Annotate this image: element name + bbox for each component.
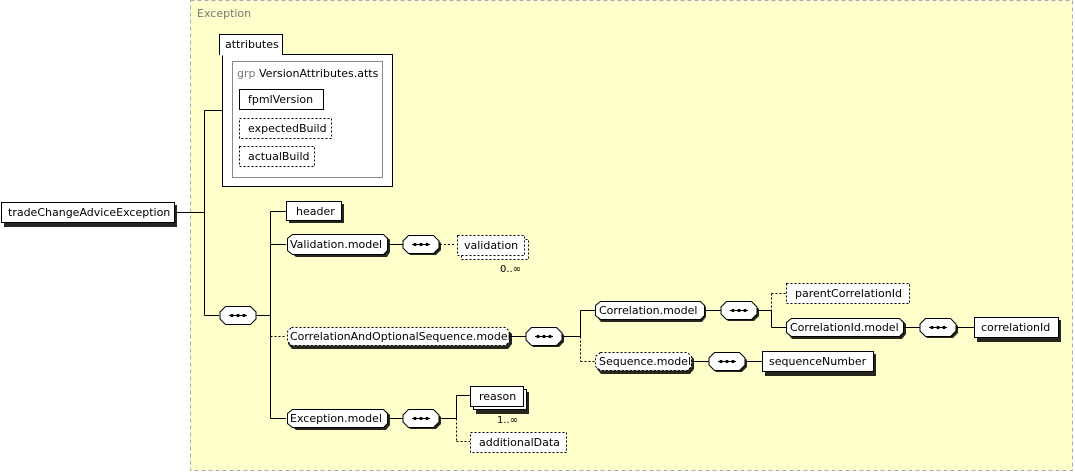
svg-text:sequenceNumber: sequenceNumber bbox=[769, 355, 867, 368]
correlation-seq-compositor[interactable] bbox=[525, 327, 564, 348]
group-name: VersionAttributes.atts bbox=[259, 67, 379, 80]
svg-text:CorrelationAndOptionalSequence: CorrelationAndOptionalSequence.model bbox=[290, 330, 511, 343]
attr-expected-build[interactable]: expectedBuild bbox=[239, 118, 332, 139]
correlation-model[interactable]: Correlation.model bbox=[595, 301, 707, 323]
svg-text:additionalData: additionalData bbox=[479, 436, 560, 449]
validation-cardinality: 0..∞ bbox=[500, 264, 521, 275]
svg-text:parentCorrelationId: parentCorrelationId bbox=[795, 287, 902, 300]
svg-text:Exception.model: Exception.model bbox=[290, 412, 382, 425]
svg-text:fpmlVersion: fpmlVersion bbox=[248, 93, 313, 106]
attributes-panel: attributes grp VersionAttributes.atts fp… bbox=[219, 34, 393, 187]
svg-text:actualBuild: actualBuild bbox=[248, 150, 309, 163]
validation-sequence-compositor[interactable] bbox=[402, 235, 441, 256]
correlation-id-model[interactable]: CorrelationId.model bbox=[786, 318, 907, 340]
exception-model[interactable]: Exception.model bbox=[287, 409, 391, 431]
attributes-tab: attributes bbox=[225, 38, 279, 51]
sequence-compositor[interactable] bbox=[708, 352, 747, 373]
group-prefix: grp bbox=[237, 67, 256, 80]
svg-text:Correlation.model: Correlation.model bbox=[599, 304, 697, 317]
connectors bbox=[177, 110, 974, 442]
attr-actual-build[interactable]: actualBuild bbox=[239, 146, 315, 167]
svg-text:correlationId: correlationId bbox=[981, 321, 1050, 334]
additional-data-element[interactable]: additionalData bbox=[470, 432, 567, 453]
root-element[interactable]: tradeChangeAdviceException bbox=[1, 202, 178, 228]
container-label: Exception bbox=[197, 7, 251, 20]
validation-element[interactable]: validation 0..∞ bbox=[457, 235, 529, 276]
correlation-id-compositor[interactable] bbox=[919, 318, 958, 339]
correlation-compositor[interactable] bbox=[720, 301, 759, 322]
validation-model[interactable]: Validation.model bbox=[287, 234, 391, 258]
sequence-number-element[interactable]: sequenceNumber bbox=[762, 351, 877, 377]
svg-text:validation: validation bbox=[464, 239, 518, 252]
svg-text:tradeChangeAdviceException: tradeChangeAdviceException bbox=[8, 206, 170, 219]
reason-cardinality: 1..∞ bbox=[497, 415, 518, 426]
svg-text:Validation.model: Validation.model bbox=[290, 238, 382, 251]
attr-fpml-version[interactable]: fpmlVersion bbox=[239, 89, 324, 110]
svg-text:expectedBuild: expectedBuild bbox=[248, 122, 327, 135]
svg-text:header: header bbox=[296, 205, 335, 218]
header-element[interactable]: header bbox=[286, 201, 345, 224]
svg-text:reason: reason bbox=[479, 390, 516, 403]
correlation-id-element[interactable]: correlationId bbox=[974, 317, 1062, 343]
exception-compositor[interactable] bbox=[402, 409, 441, 430]
svg-text:Sequence.model: Sequence.model bbox=[599, 355, 691, 368]
correlation-and-optional-sequence-model[interactable]: CorrelationAndOptionalSequence.model bbox=[287, 327, 513, 350]
reason-element[interactable]: reason 1..∞ bbox=[470, 386, 530, 427]
sequence-model[interactable]: Sequence.model bbox=[595, 352, 695, 375]
parent-correlation-id-element[interactable]: parentCorrelationId bbox=[786, 283, 910, 304]
main-sequence-compositor[interactable] bbox=[219, 306, 257, 325]
svg-text:CorrelationId.model: CorrelationId.model bbox=[790, 321, 899, 334]
